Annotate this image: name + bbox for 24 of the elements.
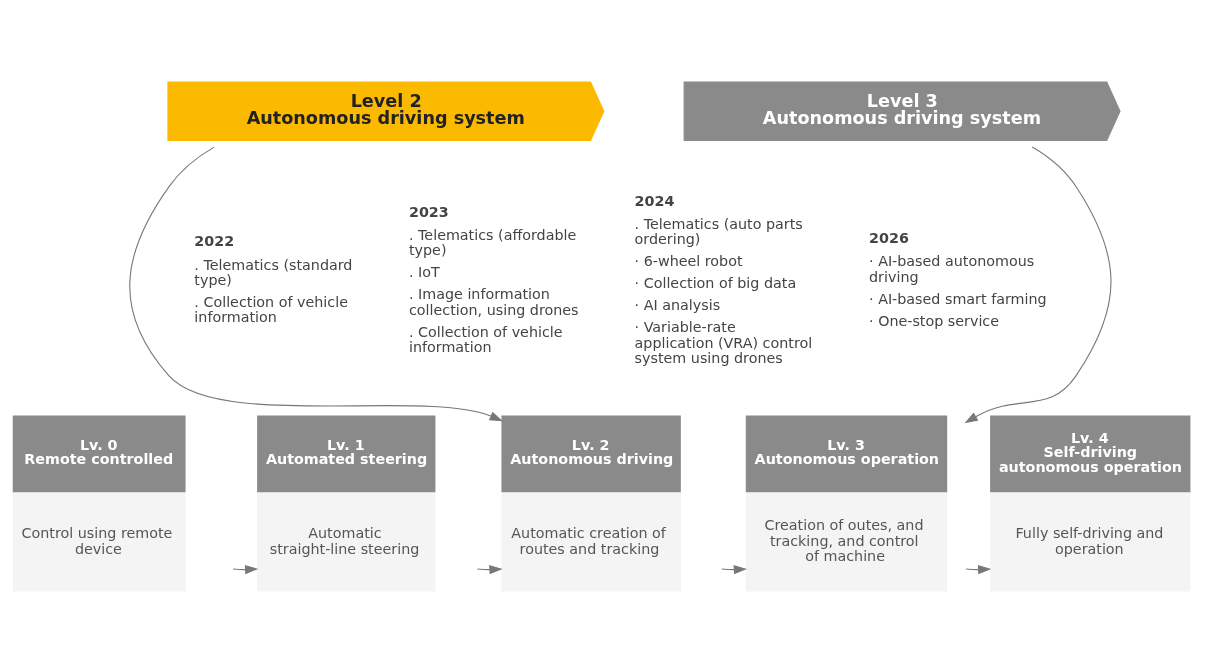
arrow	[232, 565, 259, 575]
arrow	[476, 565, 503, 575]
label: 2022	[194, 233, 235, 250]
label: . Telematics (standard type)	[194, 256, 353, 288]
arrow	[964, 146, 1112, 424]
label: . Collection of vehicle information	[408, 323, 563, 356]
label: . IoT	[408, 264, 440, 281]
label: · Variable-rate application (VRA) control system using drones	[634, 319, 813, 367]
arrow	[965, 565, 992, 575]
label: · AI-based autonomous driving	[869, 253, 1035, 285]
label: . Telematics (auto parts ordering)	[634, 215, 803, 248]
arrow	[721, 565, 747, 575]
label: . Collection of vehicle information	[194, 293, 348, 326]
label: · 6-wheel robot	[634, 253, 743, 270]
label: 2024	[634, 192, 675, 209]
label: 2026	[869, 230, 909, 247]
label: · Collection of big data	[634, 275, 797, 292]
label: . Telematics (affordable type)	[408, 226, 577, 259]
label: · One-stop service	[869, 312, 1000, 329]
label: . Image information collection, using drones	[408, 286, 579, 318]
label: 2023	[408, 203, 449, 220]
label: · AI analysis	[634, 297, 721, 314]
label: · AI-based smart farming	[869, 290, 1047, 307]
arrow	[129, 146, 503, 422]
